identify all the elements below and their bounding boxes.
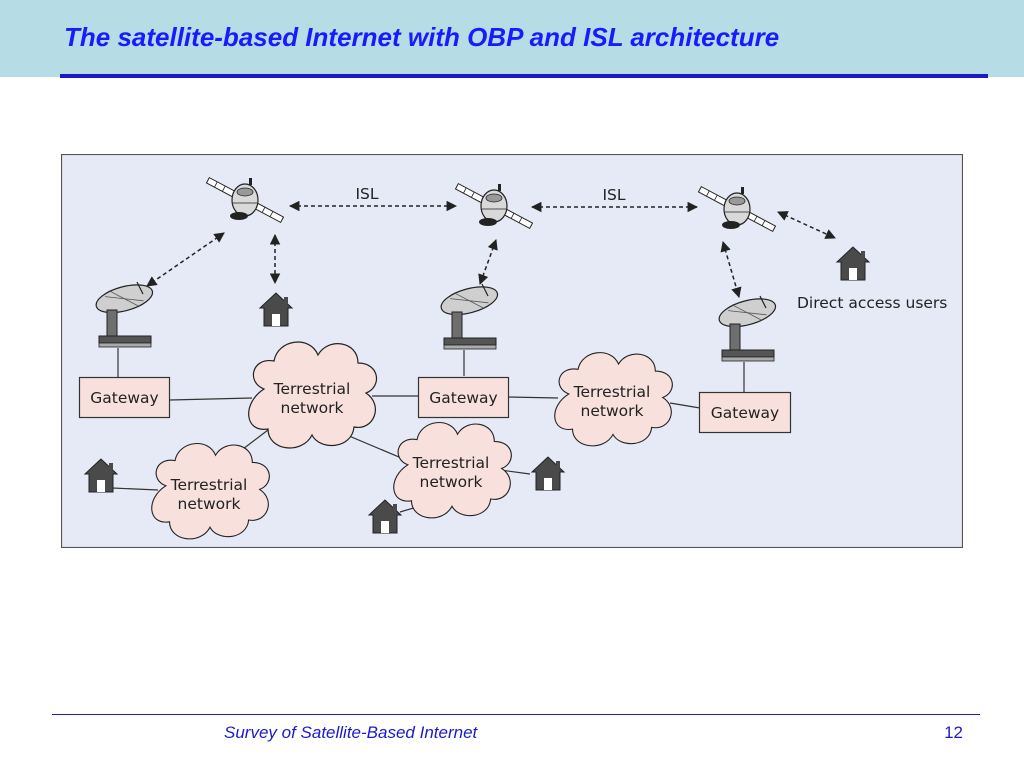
terrestrial-network-cloud: Terrestrial network xyxy=(554,352,673,447)
gateway-box: Gateway xyxy=(78,376,171,419)
terrestrial-network-cloud: Terrestrial network xyxy=(151,442,270,540)
architecture-diagram: ISL ISL Gateway Gateway Gateway Terrestr… xyxy=(61,154,963,548)
isl-label: ISL xyxy=(602,186,625,204)
cloud-label-line2: network xyxy=(420,473,483,491)
terrestrial-network-cloud: Terrestrial network xyxy=(248,341,378,449)
gateway-label: Gateway xyxy=(429,389,497,407)
cloud-label-line2: network xyxy=(178,495,241,513)
page-number: 12 xyxy=(944,723,963,742)
isl-label: ISL xyxy=(355,185,378,203)
cloud-label-line2: network xyxy=(581,402,644,420)
cloud-label-line1: Terrestrial xyxy=(573,383,651,401)
footer-rule xyxy=(52,714,980,715)
footer-text: Survey of Satellite-Based Internet xyxy=(224,723,478,742)
title-underline xyxy=(60,74,988,78)
gateway-box: Gateway xyxy=(698,391,792,434)
header-band xyxy=(0,0,1024,77)
cloud-label-line1: Terrestrial xyxy=(273,380,351,398)
wireless-links xyxy=(146,200,836,299)
gateway-label: Gateway xyxy=(711,404,779,422)
gateway-box: Gateway xyxy=(417,376,510,419)
cloud-label-line1: Terrestrial xyxy=(412,454,490,472)
slide-title: The satellite-based Internet with OBP an… xyxy=(64,22,780,52)
cloud-label-line2: network xyxy=(281,399,344,417)
terrestrial-network-cloud: Terrestrial network xyxy=(393,421,512,519)
gateway-label: Gateway xyxy=(90,389,158,407)
direct-access-users-label: Direct access users xyxy=(797,294,947,312)
cloud-label-line1: Terrestrial xyxy=(170,476,248,494)
